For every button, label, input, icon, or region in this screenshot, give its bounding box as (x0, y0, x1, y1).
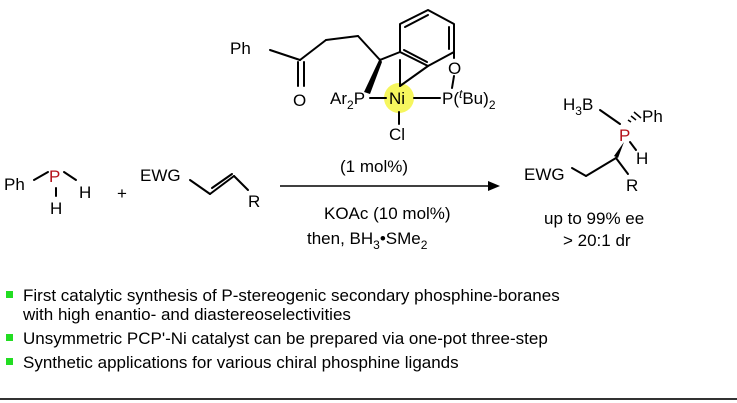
product-h-label: H (636, 149, 648, 168)
product-ph-label: Ph (642, 107, 663, 126)
product-r-label: R (626, 176, 638, 195)
catalyst-loading: (1 mol%) (340, 157, 408, 176)
catalyst-structure: Ph O Ar2P Ni O P(tBu)2 Cl (1 mol%) (230, 9, 496, 176)
hashed-bond (627, 111, 642, 123)
alkene-r-label: R (248, 192, 260, 211)
product-ewg-label: EWG (524, 165, 565, 184)
phosphine-p-label: P (49, 167, 60, 186)
catalyst-ptbu2-label: P(tBu)2 (442, 87, 496, 112)
phosphine-h1-label: H (79, 183, 91, 202)
catalyst-ni-label: Ni (389, 89, 405, 108)
phosphine-h2-label: H (50, 199, 62, 218)
product-h3b-label: H3B (563, 95, 593, 118)
product-p-label: P (619, 126, 630, 145)
ni-highlight (384, 83, 414, 113)
catalyst-carbonyl-o: O (293, 91, 306, 110)
plus-sign: + (117, 184, 127, 203)
bullet-square-icon (6, 334, 13, 341)
bullet-square-icon (6, 358, 13, 365)
product-dr: > 20:1 dr (563, 231, 631, 250)
catalyst-ring-o: O (448, 59, 461, 78)
highlight-item: First catalytic synthesis of P-stereogen… (6, 286, 737, 324)
stereo-wedge (364, 58, 382, 94)
phosphine-ph-label: Ph (4, 175, 25, 194)
alkene-structure: EWG R (140, 166, 260, 211)
catalyst-ph-label: Ph (230, 39, 251, 58)
conditions-base: KOAc (10 mol%) (324, 204, 451, 223)
product-ee: up to 99% ee (544, 209, 644, 228)
product-structure: H3B Ph P H EWG R up to 99% ee > 20:1 dr (524, 95, 663, 250)
catalyst-cl-label: Cl (389, 125, 405, 144)
highlights-list: First catalytic synthesis of P-stereogen… (6, 286, 737, 372)
product-stereo-wedge (614, 142, 624, 158)
conditions-borane: then, BH3•SMe2 (307, 229, 428, 252)
alkene-ewg-label: EWG (140, 166, 181, 185)
bottom-rule (0, 398, 737, 400)
reaction-arrow (280, 181, 500, 191)
bullet-square-icon (6, 291, 13, 298)
highlight-item: Unsymmetric PCP'-Ni catalyst can be prep… (6, 329, 737, 348)
highlight-item: Synthetic applications for various chira… (6, 353, 737, 372)
catalyst-ar2p-label: Ar2P (330, 89, 365, 112)
phenylphosphine-structure: Ph P H H (4, 167, 91, 218)
